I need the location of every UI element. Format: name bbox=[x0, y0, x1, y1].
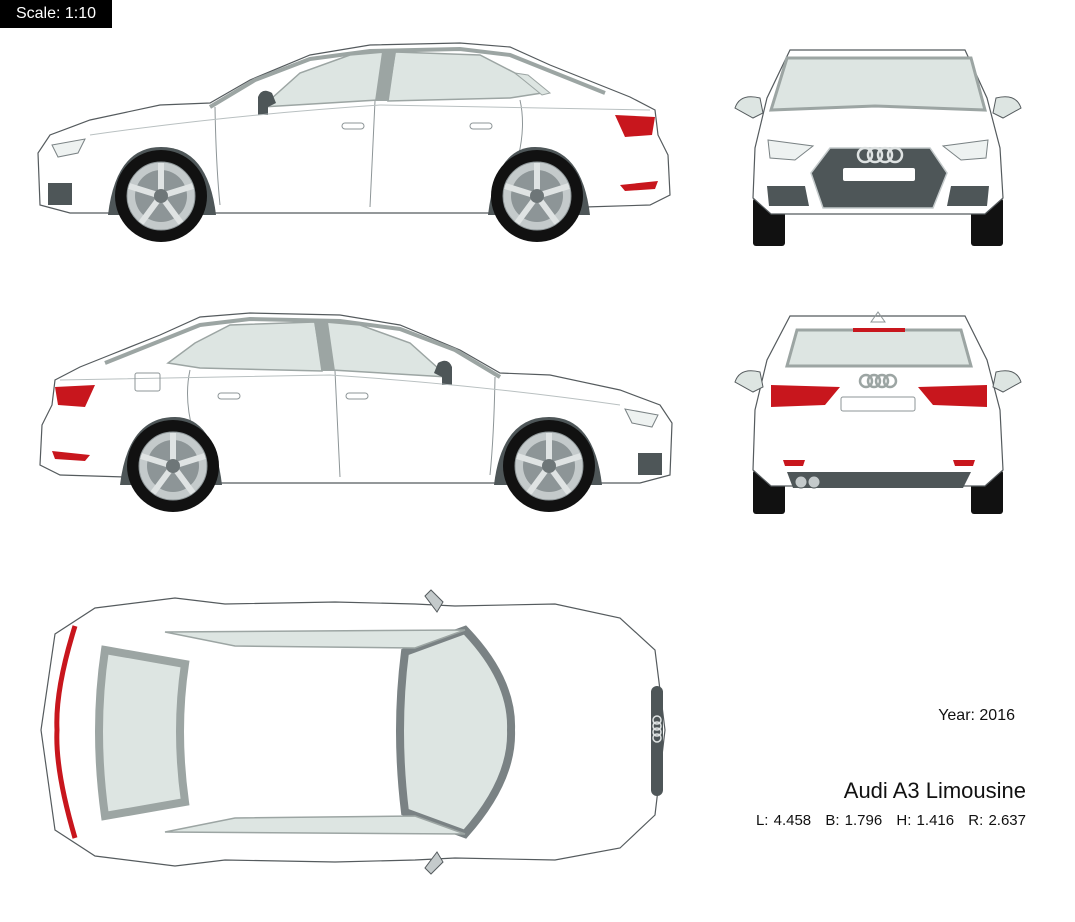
side-windows-top-left-icon bbox=[164, 629, 466, 649]
windshield-top-icon bbox=[396, 625, 516, 839]
front-window-icon bbox=[259, 51, 386, 108]
car-rear-drawing bbox=[734, 311, 1022, 514]
dimension-width: B: 1.796 bbox=[825, 812, 883, 829]
audi-rings-top-icon bbox=[652, 715, 662, 743]
roof-rail-icon bbox=[208, 46, 606, 109]
front-view bbox=[734, 38, 1025, 248]
mirror-right-icon bbox=[992, 370, 1022, 393]
rear-window-icon bbox=[785, 328, 973, 368]
dimension-height: H: 1.416 bbox=[896, 812, 955, 829]
dimension-wheelbase: R: 2.637 bbox=[968, 812, 1026, 829]
rear-window-top-icon bbox=[95, 645, 190, 821]
car-side-left-drawing bbox=[37, 42, 671, 242]
tail-light-right-icon bbox=[918, 385, 987, 407]
brake-light-icon bbox=[853, 328, 905, 332]
dimension-length: L: 4.458 bbox=[755, 812, 812, 829]
tail-light-left-icon bbox=[771, 385, 840, 407]
headlight-left-icon bbox=[767, 139, 815, 161]
fog-intake-left-icon bbox=[767, 186, 809, 206]
car-top-drawing bbox=[40, 589, 666, 875]
model-name: Audi A3 Limousine bbox=[843, 778, 1026, 803]
front-intake-icon bbox=[48, 183, 72, 205]
license-plate-icon bbox=[840, 396, 916, 412]
rear-reflector-icon bbox=[620, 181, 658, 191]
car-side-right-drawing bbox=[39, 312, 673, 512]
fog-intake-right-icon bbox=[947, 186, 989, 206]
top-view bbox=[35, 589, 675, 875]
headlight-right-icon bbox=[941, 139, 989, 161]
front-grille-top-icon bbox=[651, 686, 663, 796]
side-view-right bbox=[30, 305, 680, 525]
beltline-icon bbox=[89, 104, 651, 136]
mirror-left-icon bbox=[734, 96, 764, 119]
mirror-left-icon bbox=[734, 370, 764, 393]
mirror-top-left-icon bbox=[424, 589, 444, 613]
windshield-icon bbox=[768, 56, 987, 112]
mirror-icon bbox=[258, 90, 276, 115]
door-handle-rear-icon bbox=[469, 122, 493, 130]
door-handle-front-icon bbox=[341, 122, 365, 130]
quarter-window-icon bbox=[513, 72, 552, 96]
year-label: Year: 2016 bbox=[938, 707, 1015, 724]
side-view-left bbox=[30, 35, 680, 255]
rear-reflector-right-icon bbox=[953, 460, 975, 466]
audi-rings-icon bbox=[856, 146, 904, 164]
dimensions-row: L: 4.458 B: 1.796 H: 1.416 R: 2.637 bbox=[756, 812, 1026, 829]
front-wheel-icon bbox=[115, 150, 207, 242]
rear-reflector-left-icon bbox=[783, 460, 805, 466]
b-pillar-icon bbox=[375, 52, 396, 101]
exhaust-icon bbox=[794, 475, 821, 489]
rear-wheel-icon bbox=[491, 150, 583, 242]
rear-lights-top-icon bbox=[54, 625, 78, 839]
car-front-drawing bbox=[734, 49, 1022, 246]
rear-view bbox=[734, 310, 1025, 520]
scale-badge: Scale: 1:10 bbox=[0, 0, 112, 28]
antenna-icon bbox=[870, 311, 886, 323]
headlight-icon bbox=[51, 138, 86, 158]
license-plate-icon bbox=[843, 168, 915, 181]
diffuser-icon bbox=[787, 472, 971, 488]
side-windows-top-right-icon bbox=[164, 815, 466, 835]
top-body-outline-icon bbox=[40, 597, 666, 867]
tail-light-icon bbox=[615, 115, 655, 137]
mirror-right-icon bbox=[992, 96, 1022, 119]
mirror-top-right-icon bbox=[424, 851, 444, 875]
audi-rings-icon bbox=[858, 373, 898, 389]
